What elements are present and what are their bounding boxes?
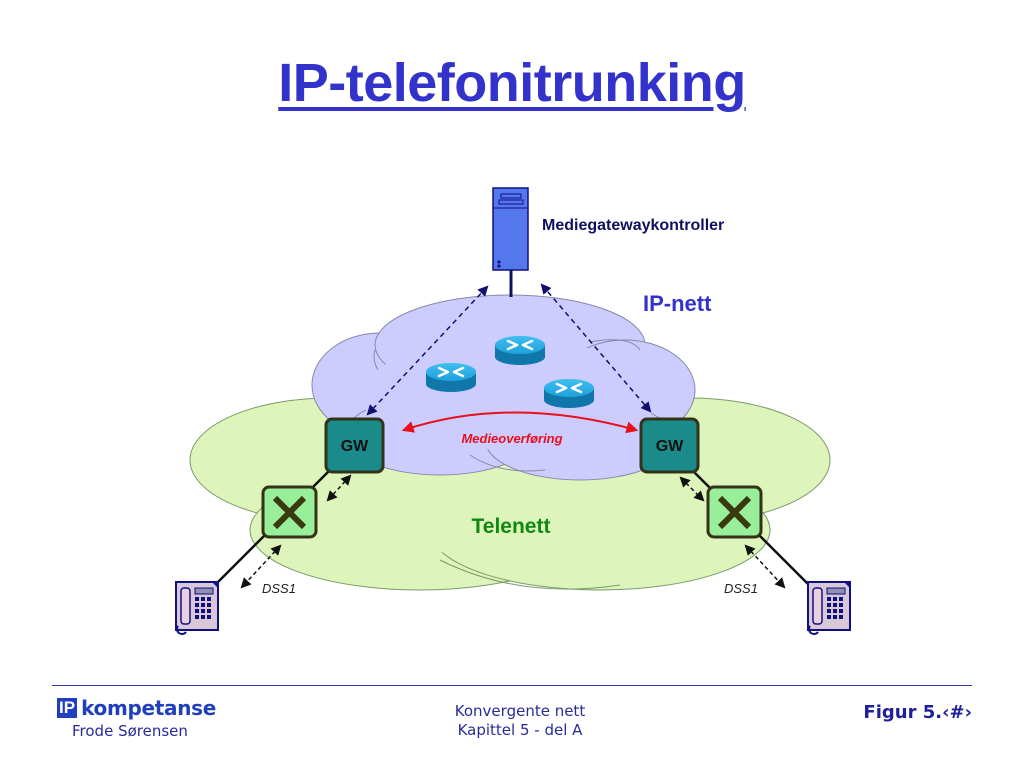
gateway-left: GW: [324, 417, 385, 474]
switch-icon-right: [706, 485, 763, 539]
router-icon: [495, 336, 545, 365]
gateway-right: GW: [639, 417, 700, 474]
signaling-arrow-left: [366, 285, 489, 416]
brand-ip-badge: IP: [57, 698, 78, 718]
controller-label: Mediegatewaykontroller: [542, 217, 724, 234]
dss1-arrow-right: [744, 544, 786, 589]
telephone-icon-right: [807, 581, 851, 635]
figure-number: Figur 5.‹#›: [863, 702, 972, 723]
telenett-label: Telenett: [472, 515, 551, 538]
gateway-left-label: GW: [341, 438, 369, 455]
brand-name: kompetanse: [81, 696, 217, 720]
course-info: Konvergente nett Kapittel 5 - del A: [400, 702, 640, 740]
switch-phone-link-right: [759, 535, 815, 591]
media-transfer-arrow: [401, 411, 639, 434]
dss1-arrow-left: [240, 544, 282, 589]
course-chapter: Kapittel 5 - del A: [457, 721, 583, 739]
course-title: Konvergente nett: [454, 702, 586, 720]
brand-logo: IP kompetanse: [57, 696, 216, 720]
switch-icon-left: [261, 485, 318, 539]
author-name: Frode Sørensen: [72, 722, 188, 740]
telephone-icon-left: [175, 581, 219, 635]
router-icon: [544, 379, 594, 408]
ip-nett-label: IP-nett: [643, 291, 712, 316]
gateway-right-label: GW: [656, 438, 684, 455]
gw-switch-signal-left: [326, 474, 352, 502]
slide-title: IP-telefonitrunking: [278, 53, 746, 113]
dss1-label-left: DSS1: [262, 581, 296, 596]
router-icon: [426, 363, 476, 392]
gw-switch-signal-right: [679, 476, 705, 502]
signaling-arrow-right: [540, 283, 652, 413]
dss1-label-right: DSS1: [724, 581, 758, 596]
footer-divider: [52, 685, 972, 686]
media-transfer-label: Medieoverføring: [461, 431, 562, 446]
media-gateway-controller-server-icon: [492, 187, 529, 271]
